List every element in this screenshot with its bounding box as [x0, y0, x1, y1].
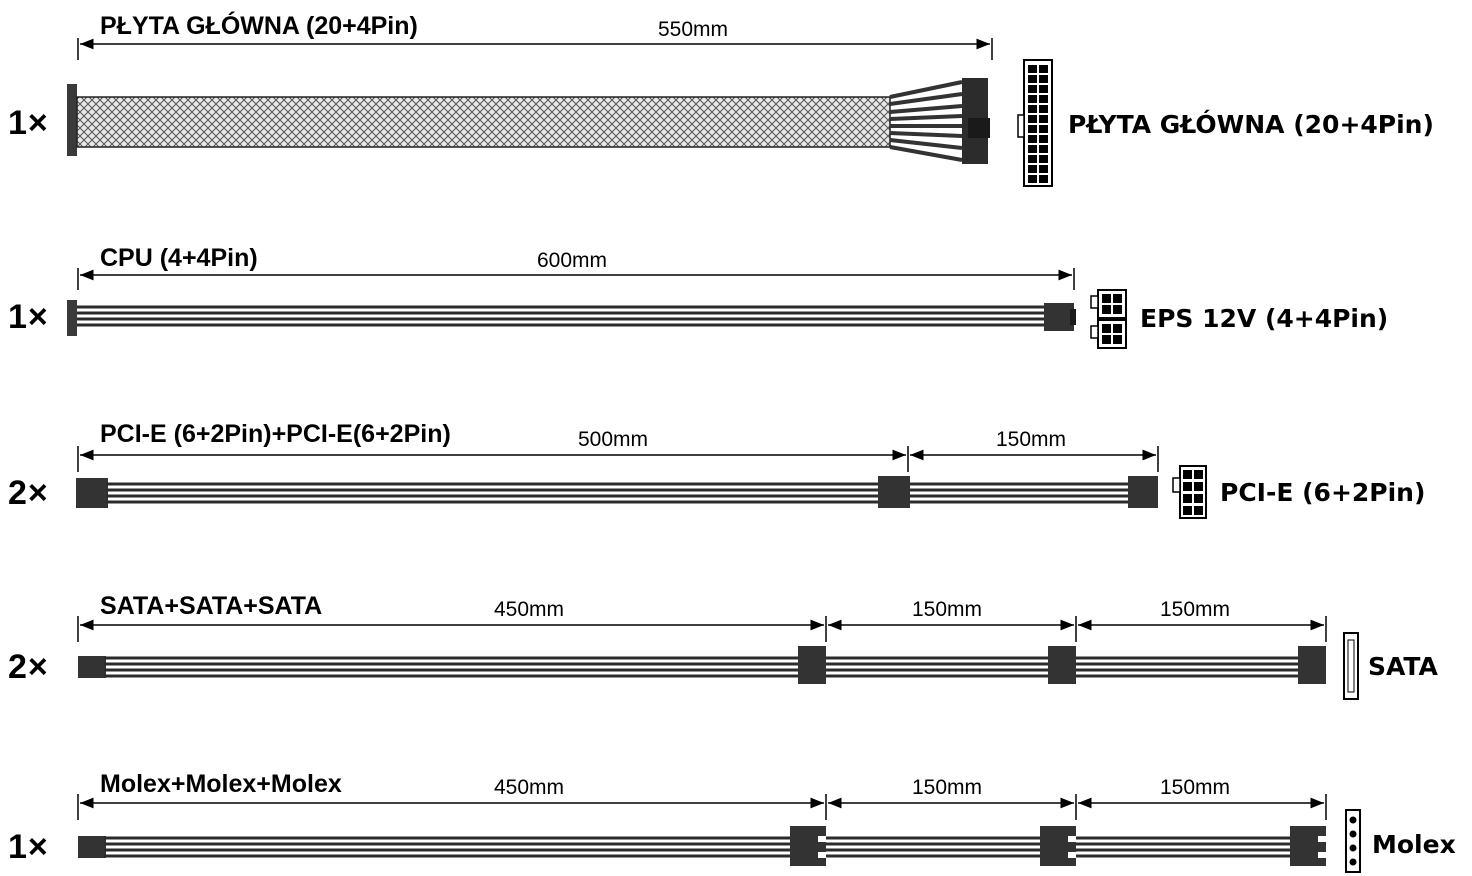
- dimension-line: [77, 38, 993, 60]
- sata-connector-icon: [1343, 632, 1359, 700]
- length-label: 600mm: [537, 249, 608, 272]
- quantity-label: 1×: [8, 298, 49, 336]
- sleeved-cable: [67, 78, 990, 164]
- dimension-line: [77, 446, 1159, 472]
- cable-title: PŁYTA GŁÓWNA (20+4Pin): [100, 12, 418, 40]
- cable-title: CPU (4+4Pin): [100, 244, 258, 272]
- length-label: 550mm: [658, 18, 729, 41]
- length-label: 150mm: [912, 598, 983, 621]
- connector-label: Molex: [1372, 830, 1456, 859]
- cable-title: PCI-E (6+2Pin)+PCI-E(6+2Pin): [100, 420, 451, 448]
- quantity-label: 1×: [8, 828, 49, 866]
- wire-bundle: [78, 826, 1326, 866]
- dimension-line: [77, 616, 1327, 642]
- length-label: 150mm: [1160, 598, 1231, 621]
- length-label: 150mm: [1160, 776, 1231, 799]
- length-label: 450mm: [494, 776, 565, 799]
- length-label: 450mm: [494, 598, 565, 621]
- wire-bundle: [67, 300, 1076, 336]
- dimension-line: [77, 268, 1075, 290]
- length-label: 150mm: [996, 428, 1067, 451]
- connector-label: EPS 12V (4+4Pin): [1140, 304, 1389, 333]
- eps-8pin-connector-icon: [1090, 289, 1127, 349]
- cable-title: Molex+Molex+Molex: [100, 770, 342, 798]
- wire-bundle: [76, 476, 1158, 508]
- pcie-8pin-connector-icon: [1172, 465, 1207, 519]
- wire-bundle: [78, 646, 1326, 684]
- length-label: 500mm: [578, 428, 649, 451]
- length-label: 150mm: [912, 776, 983, 799]
- connector-label: PCI-E (6+2Pin): [1220, 478, 1426, 507]
- quantity-label: 2×: [8, 648, 49, 686]
- atx-24pin-connector-icon: [1017, 59, 1053, 187]
- dimension-line: [77, 794, 1327, 820]
- quantity-label: 1×: [8, 104, 49, 142]
- cable-title: SATA+SATA+SATA: [100, 592, 323, 620]
- molex-connector-icon: [1345, 809, 1361, 873]
- connector-label: SATA: [1368, 652, 1438, 681]
- connector-label: PŁYTA GŁÓWNA (20+4Pin): [1068, 110, 1434, 139]
- quantity-label: 2×: [8, 474, 49, 512]
